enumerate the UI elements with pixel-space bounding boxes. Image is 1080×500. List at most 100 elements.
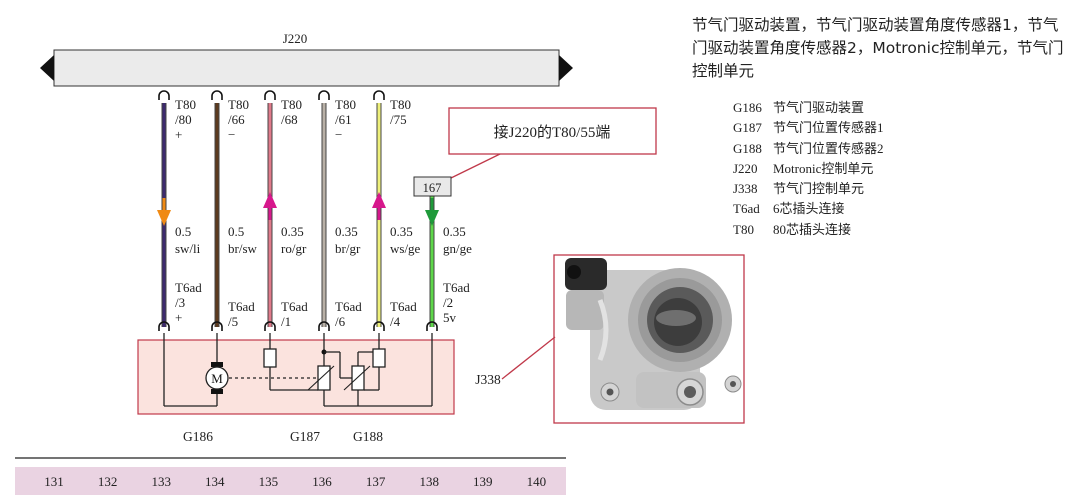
legend-item: T6ad 6芯插头连接	[733, 199, 884, 219]
throttle-body-photo	[565, 258, 742, 410]
bottom-pin-label: T6ad	[390, 299, 417, 314]
ruler-label: 138	[419, 474, 439, 489]
bottom-pin-label: /5	[228, 314, 238, 329]
ruler-label: 131	[44, 474, 64, 489]
legend-code: G188	[733, 140, 762, 156]
wire-color-code: sw/li	[175, 241, 201, 256]
legend-code: J220	[733, 160, 758, 176]
module-box	[137, 339, 455, 415]
bottom-pin-label: T6ad	[335, 299, 362, 314]
ruler-label: 134	[205, 474, 225, 489]
bottom-pin-label: /6	[335, 314, 346, 329]
legend-code: T6ad	[733, 201, 760, 217]
top-pin-label: +	[175, 127, 182, 142]
legend-code: J338	[733, 181, 758, 197]
ruler-band	[15, 467, 566, 495]
legend-text: 节气门控制单元	[773, 181, 865, 197]
g188-potentiometer-icon	[351, 365, 365, 391]
top-pin-label: /80	[175, 112, 192, 127]
connector-box-label: 167	[423, 181, 442, 195]
top-pin-label: T80	[390, 97, 411, 112]
wire-color-code: ro/gr	[281, 241, 307, 256]
top-pin-label: /61	[335, 112, 352, 127]
legend-item: G188 节气门位置传感器2	[733, 139, 884, 159]
signal-direction-arrow-icon	[425, 210, 439, 226]
component-label-g188: G188	[353, 429, 383, 444]
wire-gauge: 0.35	[390, 224, 413, 239]
wire-gauge: 0.35	[281, 224, 304, 239]
ruler-label: 140	[527, 474, 547, 489]
component-label-g187: G187	[290, 429, 320, 444]
wire-gauge: 0.35	[335, 224, 358, 239]
legend-item: G187 节气门位置传感器1	[733, 118, 884, 138]
component-label-g186: G186	[183, 429, 213, 444]
bottom-pin-label: T6ad	[281, 299, 308, 314]
legend-item: J338 节气门控制单元	[733, 179, 884, 199]
wire-gauge: 0.5	[228, 224, 244, 239]
legend-text: 节气门位置传感器2	[773, 140, 884, 156]
bus-left-arrow-icon	[40, 55, 54, 81]
g187-potentiometer-icon	[317, 365, 331, 391]
top-pin-hook-icon	[373, 90, 385, 100]
bottom-pin-label: T6ad	[228, 299, 255, 314]
module-internals: M	[163, 333, 433, 407]
bottom-pin-label: /1	[281, 314, 291, 329]
bottom-pin-label: /2	[443, 295, 453, 310]
top-pin-label: /68	[281, 112, 298, 127]
bottom-pin-label: T6ad	[443, 280, 470, 295]
wires-layer: T80/80+0.5sw/liT6ad/3+T80/66−0.5br/swT6a…	[157, 90, 472, 331]
wire-color-code: ws/ge	[390, 241, 421, 256]
ruler-label: 137	[366, 474, 386, 489]
top-pin-label: /66	[228, 112, 245, 127]
wire-gauge: 0.35	[443, 224, 466, 239]
bottom-pin-label: +	[175, 310, 182, 325]
signal-direction-arrow-icon	[157, 210, 171, 226]
ruler-label: 136	[312, 474, 332, 489]
callout-leader	[450, 153, 501, 179]
legend-text: 6芯插头连接	[773, 201, 845, 217]
legend-code: G186	[733, 100, 762, 115]
bottom-pin-hook-icon	[318, 321, 330, 331]
ruler-label: 135	[259, 474, 279, 489]
bottom-pin-hook-icon	[158, 321, 170, 331]
top-pin-label: T80	[335, 97, 356, 112]
ruler-label: 133	[151, 474, 171, 489]
legend-text: 节气门位置传感器1	[773, 120, 884, 136]
top-pin-label: T80	[228, 97, 249, 112]
legend-code: G187	[733, 120, 762, 136]
bottom-pin-label: T6ad	[175, 280, 202, 295]
signal-direction-arrow-icon	[263, 192, 277, 208]
top-pin-label: −	[228, 127, 235, 142]
diagram-description: 节气门驱动装置，节气门驱动装置角度传感器1，节气门驱动装置角度传感器2，Motr…	[692, 16, 1064, 80]
top-pin-hook-icon	[158, 90, 170, 100]
bottom-pin-hook-icon	[426, 321, 438, 331]
ruler-label: 132	[98, 474, 118, 489]
wire-color-code: gn/ge	[443, 241, 472, 256]
bottom-pin-hook-icon	[373, 321, 385, 331]
ecu-label: J220	[283, 31, 308, 46]
motor-symbol: M	[211, 371, 223, 386]
legend-item: J220 Motronic控制单元	[733, 159, 884, 179]
ruler-label: 139	[473, 474, 493, 489]
legend-text: Motronic控制单元	[773, 160, 874, 176]
bus-right-arrow-icon	[559, 55, 573, 81]
motor-icon	[205, 366, 229, 390]
top-pin-hook-icon	[264, 90, 276, 100]
bottom-pin-hook-icon	[211, 321, 223, 331]
top-pin-label: T80	[175, 97, 196, 112]
callout-box	[448, 107, 657, 155]
bottom-pin-label: /4	[390, 314, 401, 329]
ruler-labels: 131 132 133 134 135 136 137 138 139 140	[44, 474, 546, 489]
device-label: J338	[475, 372, 501, 387]
wire-color-code: br/sw	[228, 241, 258, 256]
top-pin-label: −	[335, 127, 342, 142]
bottom-pin-label: /3	[175, 295, 185, 310]
top-pin-hook-icon	[318, 90, 330, 100]
top-pin-label: /75	[390, 112, 407, 127]
bottom-pin-hook-icon	[264, 321, 276, 331]
top-pin-hook-icon	[211, 90, 223, 100]
legend-code: T80	[733, 221, 754, 237]
